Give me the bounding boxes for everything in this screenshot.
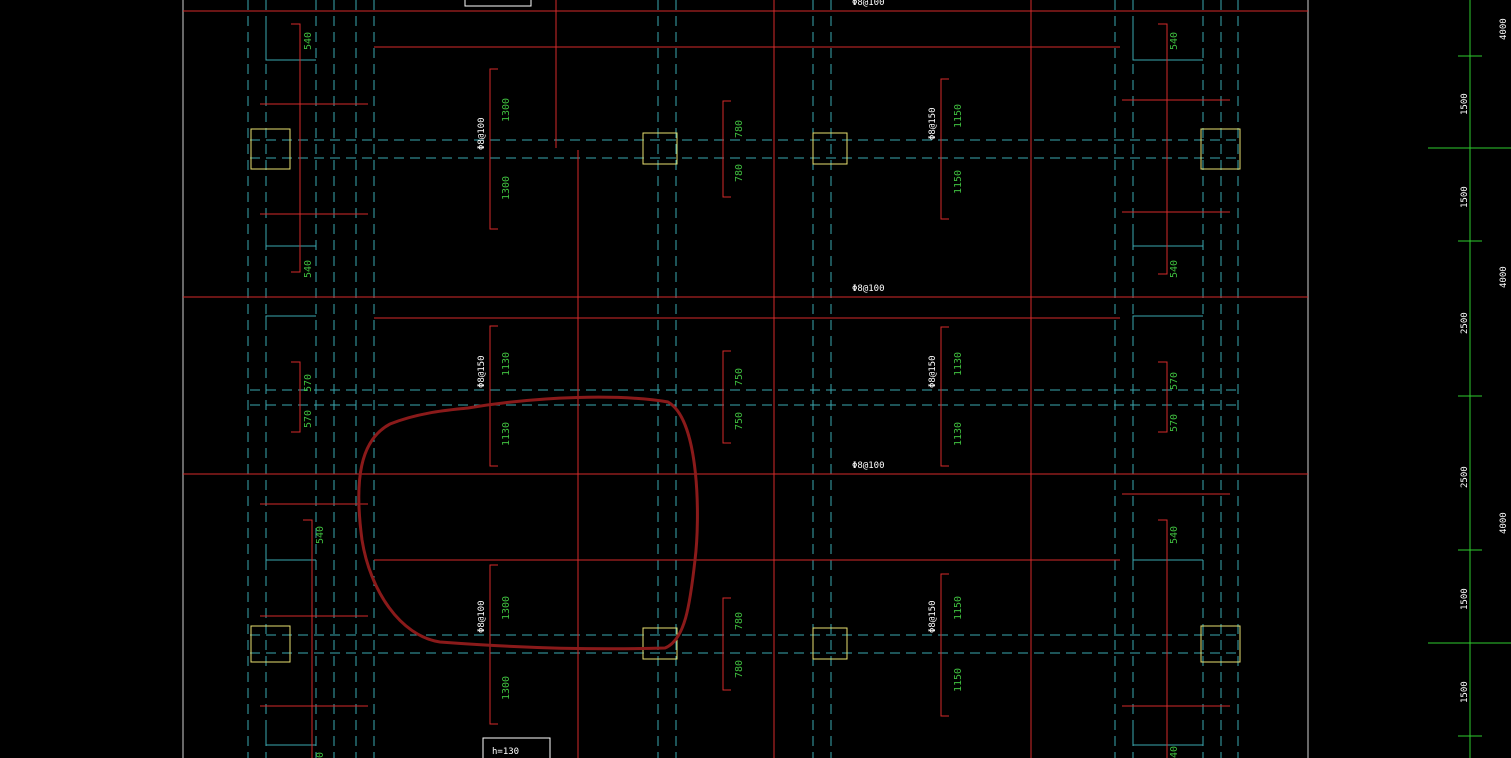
slab-thickness-box — [482, 737, 551, 758]
middle-dim-label: 750 — [734, 368, 745, 386]
rebar-lines — [183, 0, 1308, 758]
rebar-dim-label: 1150 — [953, 596, 964, 620]
axis-dim-label: 1500 — [1460, 93, 1470, 115]
axis-dim-label: 1500 — [1460, 681, 1470, 703]
axis-dim-label: 2500 — [1460, 466, 1470, 488]
rebar-dim-label: 1130 — [501, 422, 512, 446]
slab-thickness-label: h=130 — [492, 747, 519, 757]
top-label-box — [464, 0, 532, 7]
edge-dim-label: 40 — [1169, 746, 1180, 758]
edge-dim-label: 540 — [303, 32, 314, 50]
rebar-dim-label: 1150 — [953, 170, 964, 194]
columns — [250, 128, 1241, 663]
edge-dim-label: 0 — [315, 752, 326, 758]
distribution-label: Φ8@100 — [852, 461, 885, 471]
edge-dim-label: 540 — [1169, 526, 1180, 544]
middle-dim-label: 780 — [734, 120, 745, 138]
distribution-label: Φ8@100 — [852, 0, 885, 8]
rebar-dim-label: 1130 — [501, 352, 512, 376]
edge-dim-label: 570 — [1169, 414, 1180, 432]
rebar-spec-label: Φ8@150 — [928, 355, 938, 388]
edge-dim-label: 540 — [1169, 260, 1180, 278]
rebar-spec-label: Φ8@150 — [477, 355, 487, 388]
rebar-spec-label: Φ8@150 — [928, 600, 938, 633]
middle-dim-label: 750 — [734, 412, 745, 430]
rebar-dim-label: 1150 — [953, 104, 964, 128]
edge-dim-label: 540 — [315, 526, 326, 544]
axis-total-label: 4000 — [1499, 18, 1509, 40]
rebar-dim-label: 1150 — [953, 668, 964, 692]
middle-dim-label: 780 — [734, 164, 745, 182]
axis-total-label: 4000 — [1499, 512, 1509, 534]
rebar-dim-label: 1300 — [501, 176, 512, 200]
edge-dim-label: 570 — [303, 410, 314, 428]
axis-total-label: 4000 — [1499, 266, 1509, 288]
middle-dim-label: 780 — [734, 612, 745, 630]
middle-dim-label: 780 — [734, 660, 745, 678]
edge-dim-label: 540 — [1169, 32, 1180, 50]
rebar-dim-label: 1130 — [953, 352, 964, 376]
edge-dim-label: 570 — [1169, 372, 1180, 390]
rebar-dim-label: 1300 — [501, 98, 512, 122]
beam-outlines — [247, 0, 1240, 758]
edge-dim-label: 540 — [303, 260, 314, 278]
axis-dim-label: 1500 — [1460, 186, 1470, 208]
rebar-dim-label: 1300 — [501, 676, 512, 700]
axis-dim-label: 1500 — [1460, 588, 1470, 610]
edge-dim-label: 570 — [303, 374, 314, 392]
rebar-dim-label: 1300 — [501, 596, 512, 620]
distribution-label: Φ8@100 — [852, 284, 885, 294]
axis-dim-label: 2500 — [1460, 312, 1470, 334]
rebar-spec-label: Φ8@100 — [477, 117, 487, 150]
rebar-spec-label: Φ8@100 — [477, 600, 487, 633]
rebar-spec-label: Φ8@150 — [928, 107, 938, 140]
rebar-dim-label: 1130 — [953, 422, 964, 446]
markup-circle — [357, 395, 699, 651]
dimension-axis — [1428, 0, 1511, 758]
